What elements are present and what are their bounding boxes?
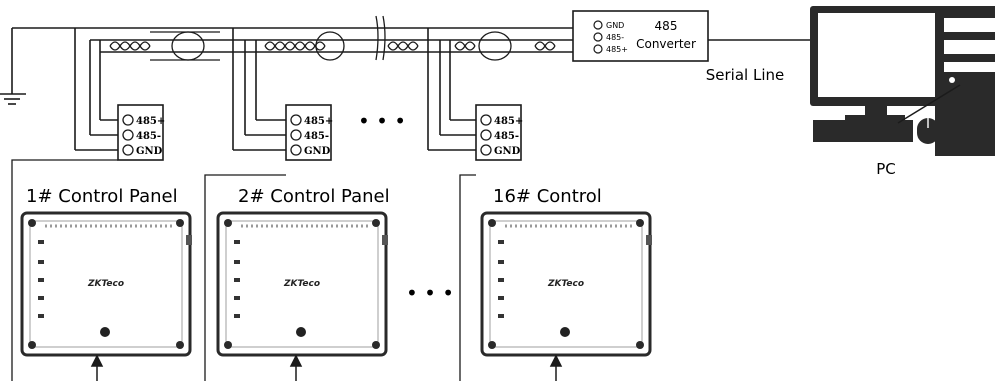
twisted-pair-marks — [109, 41, 556, 51]
more-panels-ellipsis: • • • — [358, 109, 406, 133]
terminal-screw-icon — [480, 114, 492, 126]
terminal-label: GND — [136, 146, 163, 157]
converter-pin-label: 485- — [606, 33, 624, 42]
control-panel-1: ZKTeco — [20, 211, 192, 357]
terminal-screw-icon — [122, 144, 134, 156]
panel-logo: ZKTeco — [87, 279, 124, 289]
cable-sheaths — [150, 31, 512, 61]
pc-cable — [897, 84, 961, 124]
control-panel-3: ZKTeco — [480, 211, 652, 357]
panel-title: 1# Control Panel — [26, 186, 178, 207]
terminal-label: 485- — [136, 131, 161, 142]
serial-line-label: Serial Line — [706, 66, 784, 84]
rs485-bus — [11, 27, 810, 151]
converter-pin-plus-icon — [593, 44, 603, 54]
control-panel-2: ZKTeco — [216, 211, 388, 357]
terminal-screw-icon — [122, 114, 134, 126]
pc-icon — [810, 6, 995, 156]
terminal-label: GND — [494, 146, 521, 157]
pc-label: PC — [876, 160, 896, 178]
terminal-screw-icon — [480, 144, 492, 156]
terminal-label: 485+ — [136, 116, 165, 127]
terminal-block-3: 485+ 485- GND — [475, 104, 523, 161]
terminal-label: GND — [304, 146, 331, 157]
terminal-label: 485+ — [494, 116, 523, 127]
converter-pin-gnd-icon — [593, 20, 603, 30]
terminal-screw-icon — [480, 129, 492, 141]
panel-arrows — [90, 354, 563, 381]
rs485-converter: GND 485- 485+ 485 Converter — [572, 10, 709, 62]
converter-title: 485 — [655, 19, 678, 33]
panel-logo: ZKTeco — [547, 279, 584, 289]
terminal-screw-icon — [290, 144, 302, 156]
terminal-block-2: 485+ 485- GND — [285, 104, 333, 161]
converter-title: Converter — [636, 37, 696, 51]
more-panels-ellipsis: • • • — [406, 281, 454, 305]
panel-wiring — [11, 159, 476, 381]
terminal-screw-icon — [290, 114, 302, 126]
panel-title: 2# Control Panel — [238, 186, 390, 207]
terminal-screw-icon — [122, 129, 134, 141]
panel-title: 16# Control — [493, 186, 602, 207]
panel-logo: ZKTeco — [283, 279, 320, 289]
terminal-block-1: 485+ 485- GND — [117, 104, 165, 161]
converter-pin-minus-icon — [593, 32, 603, 42]
terminal-screw-icon — [290, 129, 302, 141]
converter-pin-label: 485+ — [606, 45, 628, 54]
line-break-marks — [375, 15, 386, 61]
ground-icon — [0, 82, 26, 105]
terminal-label: 485- — [304, 131, 329, 142]
terminal-label: 485- — [494, 131, 519, 142]
converter-pin-label: GND — [606, 21, 624, 30]
terminal-label: 485+ — [304, 116, 333, 127]
